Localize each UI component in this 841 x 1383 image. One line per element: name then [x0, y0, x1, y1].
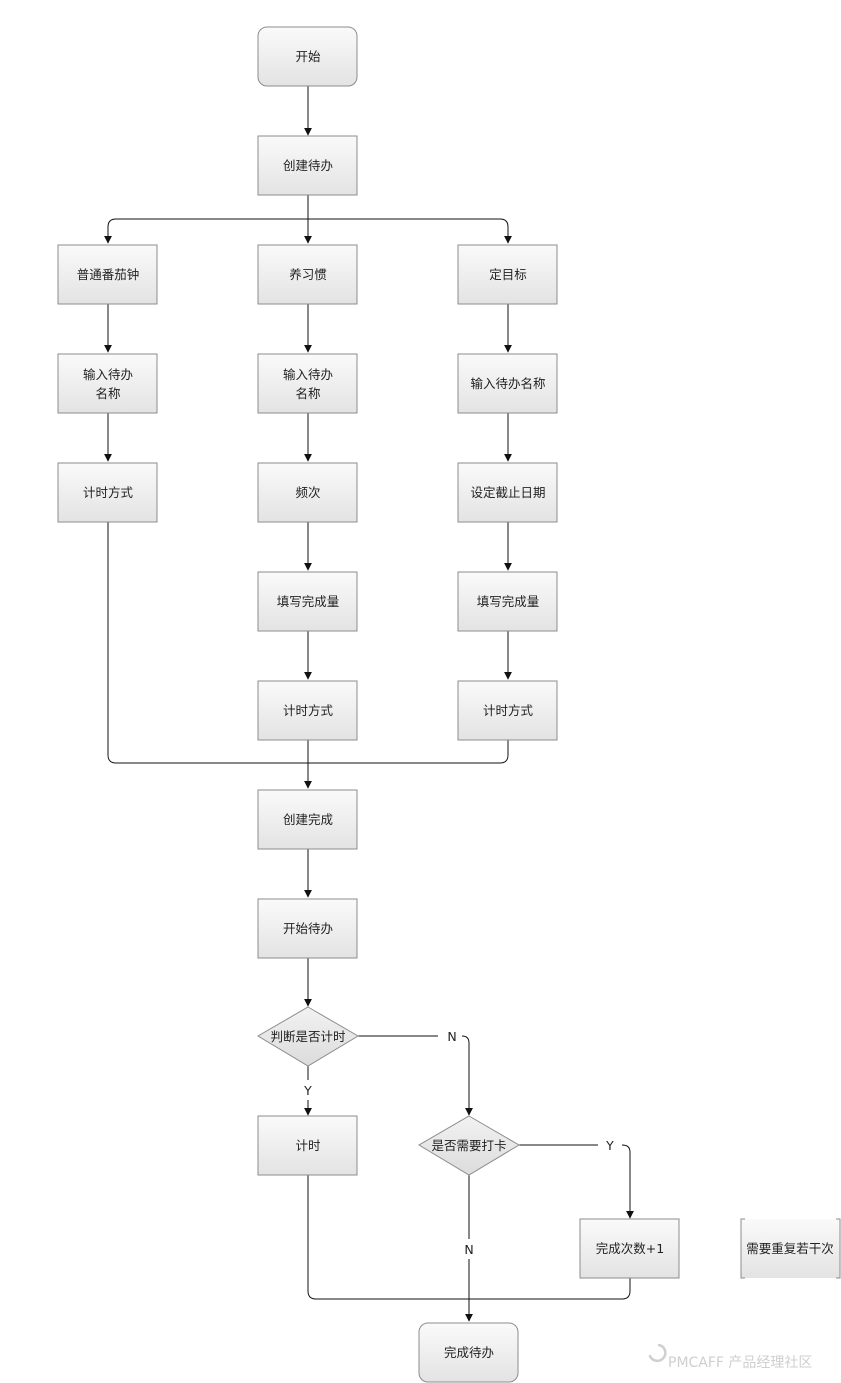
node-start-label: 开始: [295, 49, 321, 64]
edge-count-to-finish: [469, 1278, 631, 1300]
node-finish-todo-label: 完成待办: [444, 1345, 494, 1360]
edge-branch-goal: [308, 218, 512, 244]
node-goal-timing-label: 计时方式: [483, 703, 534, 718]
node-goal: 定目标: [457, 244, 558, 305]
node-habit-amount-label: 填写完成量: [277, 594, 340, 609]
watermark-text: PMCAFF 产品经理社区: [668, 1355, 812, 1371]
watermark-logo-icon: [648, 1343, 667, 1363]
edge-label-timing-yes: Y: [303, 1083, 312, 1098]
node-count-plus: 完成次数+1: [579, 1218, 680, 1279]
connectors: [104, 86, 634, 1322]
annotation-note: 需要重复若干次: [740, 1218, 841, 1279]
node-count-plus-label: 完成次数+1: [596, 1241, 664, 1256]
node-habit-name-line1: 输入待办: [283, 367, 333, 382]
node-pomodoro: 普通番茄钟: [57, 244, 158, 305]
node-create-todo: 创建待办: [257, 135, 358, 196]
node-pomodoro-name-line1: 输入待办: [83, 367, 133, 382]
edge-merge-goal: [308, 740, 509, 764]
node-finish-todo: 完成待办: [418, 1322, 519, 1383]
edge-checkin-yes-b: [621, 1144, 634, 1219]
node-create-done-label: 创建完成: [283, 812, 333, 827]
edge-label-timing-no: N: [447, 1029, 456, 1044]
watermark: PMCAFF 产品经理社区: [648, 1343, 812, 1371]
node-goal-name: 输入待办名称: [457, 353, 558, 414]
node-habit: 养习惯: [257, 244, 358, 305]
node-create-done: 创建完成: [257, 789, 358, 850]
node-timing-label: 计时: [295, 1138, 321, 1153]
node-habit-frequency: 频次: [257, 462, 358, 523]
annotation-note-label: 需要重复若干次: [746, 1241, 834, 1256]
node-goal-timing: 计时方式: [457, 680, 558, 741]
node-decide-timing: 判断是否计时: [257, 1006, 359, 1067]
node-start-todo: 开始待办: [257, 898, 358, 959]
edge-label-checkin-no: N: [464, 1242, 473, 1257]
node-habit-timing-label: 计时方式: [283, 703, 334, 718]
node-goal-amount-label: 填写完成量: [477, 594, 540, 609]
node-pomodoro-timing: 计时方式: [57, 462, 158, 523]
node-habit-timing: 计时方式: [257, 680, 358, 741]
edge-decision-no-b: [461, 1035, 473, 1116]
node-habit-name-line2: 名称: [295, 386, 320, 401]
node-start: 开始: [257, 26, 358, 87]
edge-timing-to-finish: [307, 1175, 469, 1300]
node-habit-name: 输入待办 名称: [257, 353, 358, 414]
node-pomodoro-name-line2: 名称: [95, 386, 120, 401]
node-goal-deadline-label: 设定截止日期: [470, 485, 545, 500]
node-pomodoro-timing-label: 计时方式: [83, 485, 134, 500]
node-timing: 计时: [257, 1115, 358, 1176]
node-decide-timing-label: 判断是否计时: [270, 1029, 346, 1044]
node-habit-amount: 填写完成量: [257, 571, 358, 632]
node-habit-frequency-label: 频次: [295, 485, 320, 500]
edge-merge-pomodoro: [107, 522, 308, 764]
node-need-checkin: 是否需要打卡: [418, 1115, 520, 1176]
node-habit-label: 养习惯: [289, 267, 327, 282]
node-goal-name-label: 输入待办名称: [470, 376, 545, 391]
node-pomodoro-name: 输入待办 名称: [57, 353, 158, 414]
edge-label-checkin-yes: Y: [605, 1138, 614, 1153]
node-goal-deadline: 设定截止日期: [457, 462, 558, 523]
node-goal-amount: 填写完成量: [457, 571, 558, 632]
node-start-todo-label: 开始待办: [283, 921, 333, 936]
node-pomodoro-label: 普通番茄钟: [77, 267, 140, 282]
node-create-todo-label: 创建待办: [283, 158, 333, 173]
node-need-checkin-label: 是否需要打卡: [431, 1138, 506, 1153]
node-goal-label: 定目标: [489, 267, 527, 282]
edge-branch-pomodoro: [104, 218, 308, 244]
